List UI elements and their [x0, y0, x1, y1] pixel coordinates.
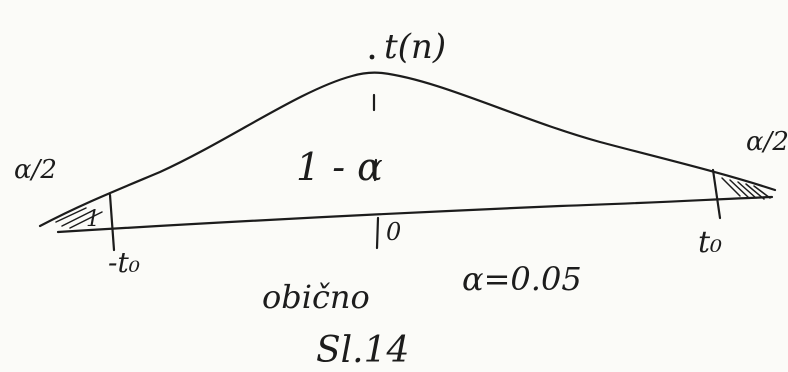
- curve-label: t(n): [384, 27, 446, 67]
- origin-label: 0: [386, 218, 401, 246]
- center-line: [373, 158, 378, 182]
- right-critical-label: t₀: [698, 225, 722, 260]
- peak-dot: [369, 54, 375, 60]
- right-critical-tick: [711, 168, 722, 220]
- center-region-label: 1 - α: [296, 145, 383, 189]
- left-tail-hatching: [55, 207, 103, 229]
- left-critical-tick: [108, 193, 116, 252]
- right-tail-label: α/2: [746, 127, 788, 157]
- left-tail-label: α/2: [14, 155, 57, 185]
- horizontal-axis: [56, 195, 774, 234]
- center-tick: [375, 216, 380, 250]
- right-tail-hatching: [721, 177, 771, 200]
- left-critical-label: -t₀: [108, 246, 140, 279]
- caption-text: obično: [262, 278, 370, 316]
- left-tail-inner-mark: 1: [86, 207, 100, 232]
- figure-number: Sl.14: [316, 330, 409, 371]
- alpha-expression: α=0.05: [462, 260, 582, 298]
- density-curve: [38, 71, 777, 228]
